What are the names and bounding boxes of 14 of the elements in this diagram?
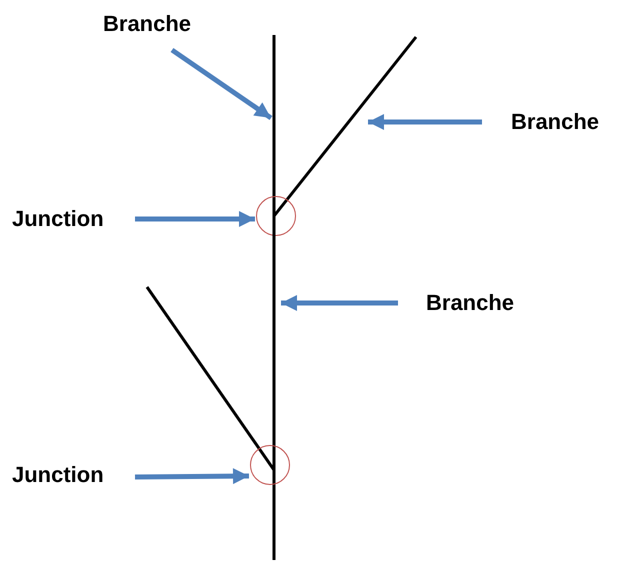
leader-arrow	[170, 48, 272, 120]
callout-label: Junction	[12, 206, 125, 233]
leader-arrow	[281, 295, 398, 311]
leader-arrow	[135, 211, 255, 227]
branch-line	[271, 35, 277, 216]
callout-label: Branche	[103, 11, 209, 38]
leader-arrow	[368, 114, 482, 130]
junction-circle	[256, 196, 296, 236]
junction-circle	[250, 445, 290, 485]
callout-label: Branche	[426, 290, 532, 317]
callout-label: Branche	[511, 109, 618, 136]
leader-arrow	[134, 468, 250, 484]
branch-line	[271, 216, 277, 470]
callout-label: Junction	[12, 462, 125, 489]
